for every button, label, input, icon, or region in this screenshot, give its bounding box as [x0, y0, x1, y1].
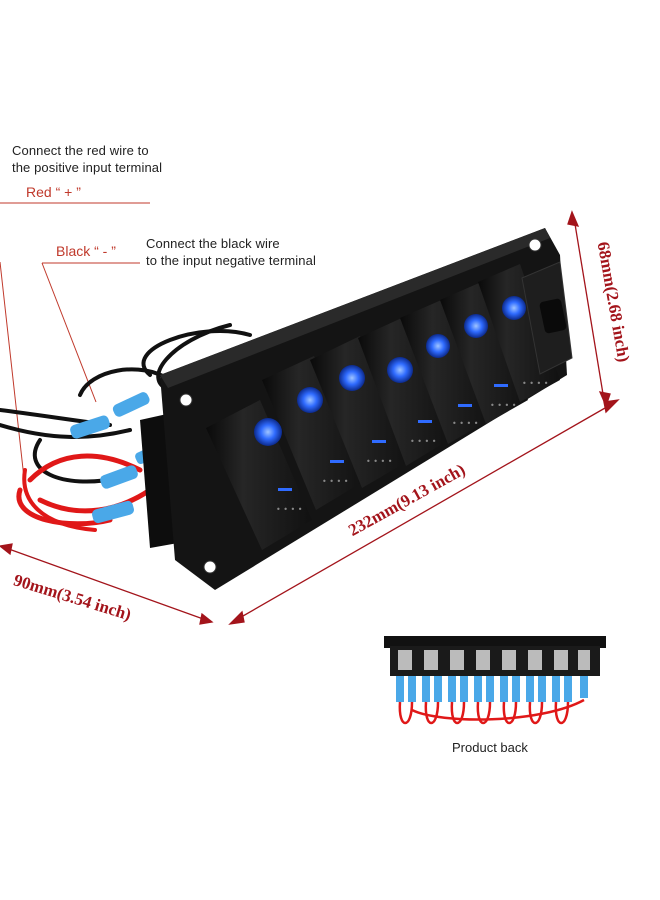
- svg-text:• • • •: • • • •: [410, 437, 437, 446]
- rocker-switch-3: • • • •: [310, 336, 410, 488]
- product-back-image: [384, 636, 606, 724]
- mount-hole-left-top: [179, 393, 193, 407]
- led-icon: [339, 365, 365, 391]
- rocker-switch-4: • • • •: [358, 316, 452, 466]
- panel-top-edge: [160, 228, 550, 388]
- rocker-switches: • • • • • • • • • • • • • • • • • • • •: [206, 261, 573, 550]
- rocker-switch-6: • • • •: [440, 280, 528, 424]
- rocker-switch-1: • • • •: [206, 400, 312, 550]
- svg-text:• • • •: • • • •: [452, 419, 479, 428]
- black-wire-instruction-line2: to the input negative terminal: [146, 253, 316, 268]
- red-callout-pointer: [0, 261, 25, 479]
- led-icon: [464, 314, 488, 338]
- charger-socket: [521, 261, 573, 375]
- black-wire-instruction-line1: Connect the black wire: [146, 236, 280, 251]
- red-wire-instruction-line2: the positive input terminal: [12, 160, 163, 175]
- black-wire-label: Black “ - ”: [56, 243, 116, 259]
- svg-text:• • • •: • • • •: [366, 457, 393, 466]
- rocker-switch-2: • • • •: [262, 356, 366, 510]
- svg-text:• • • •: • • • •: [490, 401, 517, 410]
- led-icon: [502, 296, 526, 320]
- product-back-caption: Product back: [452, 740, 528, 755]
- svg-text:• • • •: • • • •: [322, 477, 349, 486]
- svg-text:• • • •: • • • •: [522, 379, 549, 388]
- led-icon: [297, 387, 323, 413]
- dimension-lines: [0, 210, 620, 625]
- black-wire-instruction: Connect the black wire to the input nega…: [146, 235, 316, 269]
- led-icon: [426, 334, 450, 358]
- red-wire-instruction: Connect the red wire to the positive inp…: [12, 142, 162, 176]
- mount-hole-left-bottom: [203, 560, 217, 574]
- mount-hole-right-top: [528, 238, 542, 252]
- red-wire-instruction-line1: Connect the red wire to: [12, 143, 149, 158]
- black-callout-line: [41, 262, 97, 403]
- rocker-switch-5: • • • •: [400, 298, 492, 444]
- led-icon: [387, 357, 413, 383]
- svg-text:• • • •: • • • •: [276, 505, 303, 514]
- red-wire-label: Red “ + ”: [26, 184, 81, 200]
- led-icon: [254, 418, 282, 446]
